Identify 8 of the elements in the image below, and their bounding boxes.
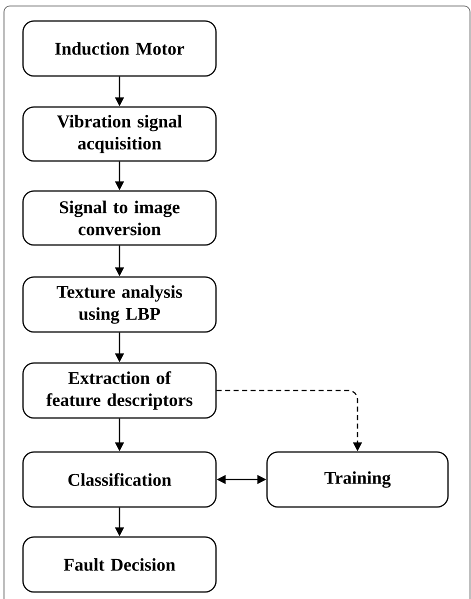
process-box: Induction Motor	[22, 20, 217, 77]
process-box: Vibration signal acquisition	[22, 106, 217, 162]
process-box: Classification	[22, 451, 217, 508]
process-box: Fault Decision	[22, 536, 217, 593]
process-box: Extraction of feature descriptors	[22, 362, 217, 419]
process-box: Signal to image conversion	[22, 190, 217, 246]
process-box: Texture analysis using LBP	[22, 276, 217, 333]
process-box: Training	[266, 451, 449, 508]
